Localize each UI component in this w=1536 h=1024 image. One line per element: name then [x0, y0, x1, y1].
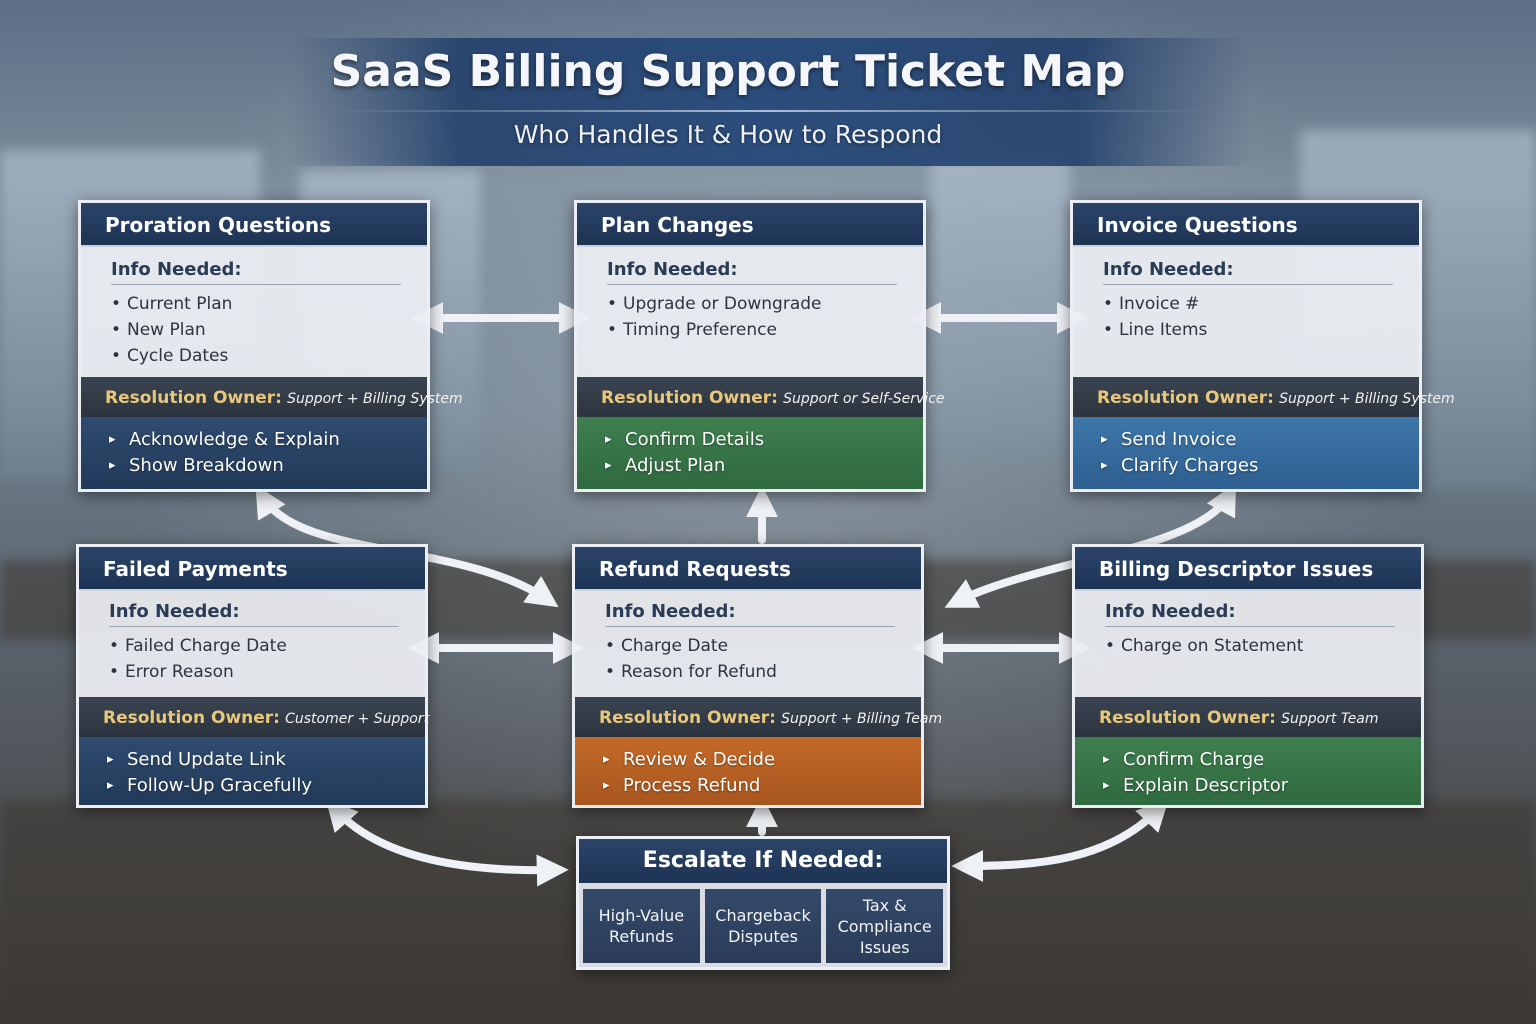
info-label: Info Needed: — [111, 259, 401, 285]
info-item: New Plan — [111, 317, 427, 343]
owner-value: Support + Billing System — [287, 391, 463, 407]
action-item: Follow-Up Gracefully — [107, 773, 425, 799]
page-title: SaaS Billing Support Ticket Map — [330, 46, 1126, 97]
escalate-item-tax-compliance: Tax & Compliance Issues — [826, 889, 944, 963]
info-needed-section: Info Needed: Upgrade or Downgrade Timing… — [577, 247, 923, 343]
info-needed-section: Info Needed: Charge on Statement — [1075, 591, 1421, 659]
resolution-owner: Resolution Owner: Customer + Support — [79, 697, 429, 741]
card-title: Billing Descriptor Issues — [1075, 547, 1421, 591]
card-title: Plan Changes — [577, 203, 923, 247]
owner-value: Support + Billing Team — [781, 711, 943, 727]
info-item: Reason for Refund — [605, 659, 921, 685]
page-subtitle: Who Handles It & How to Respond — [513, 120, 943, 149]
owner-label: Resolution Owner: — [1097, 388, 1274, 408]
owner-value: Support Team — [1281, 711, 1379, 727]
info-item: Cycle Dates — [111, 343, 427, 369]
owner-label: Resolution Owner: — [105, 388, 282, 408]
info-item: Timing Preference — [607, 317, 923, 343]
resolution-owner: Resolution Owner: Support + Billing Syst… — [1073, 377, 1455, 421]
info-item: Charge on Statement — [1105, 633, 1421, 659]
card-title: Failed Payments — [79, 547, 425, 591]
action-item: Send Update Link — [107, 747, 425, 773]
owner-label: Resolution Owner: — [601, 388, 778, 408]
action-item: Process Refund — [603, 773, 921, 799]
info-needed-section: Info Needed: Current Plan New Plan Cycle… — [81, 247, 427, 369]
escalate-title: Escalate If Needed: — [579, 839, 947, 883]
action-item: Acknowledge & Explain — [109, 427, 427, 453]
action-item: Confirm Details — [605, 427, 923, 453]
owner-label: Resolution Owner: — [599, 708, 776, 728]
info-label: Info Needed: — [605, 601, 895, 627]
card-failed-payments: Failed Payments Info Needed: Failed Char… — [76, 544, 429, 808]
title-divider — [330, 110, 1210, 112]
info-item: Current Plan — [111, 291, 427, 317]
arrow-descriptor-escalate — [951, 798, 1169, 882]
card-title: Invoice Questions — [1073, 203, 1419, 247]
info-item: Charge Date — [605, 633, 921, 659]
owner-value: Support + Billing System — [1279, 391, 1455, 407]
info-item: Failed Charge Date — [109, 633, 425, 659]
action-item: Send Invoice — [1101, 427, 1419, 453]
card-proration-questions: Proration Questions Info Needed: Current… — [78, 200, 463, 492]
info-label: Info Needed: — [1105, 601, 1395, 627]
info-label: Info Needed: — [109, 601, 399, 627]
info-label: Info Needed: — [1103, 259, 1393, 285]
action-item: Confirm Charge — [1103, 747, 1421, 773]
escalate-item-high-value-refunds: High-Value Refunds — [583, 889, 700, 963]
owner-label: Resolution Owner: — [1099, 708, 1276, 728]
arrow-failed-escalate — [325, 798, 569, 887]
response-actions: Acknowledge & Explain Show Breakdown — [81, 417, 427, 489]
card-title: Proration Questions — [81, 203, 427, 247]
action-item: Review & Decide — [603, 747, 921, 773]
response-actions: Send Update Link Follow-Up Gracefully — [79, 737, 425, 805]
info-label: Info Needed: — [607, 259, 897, 285]
card-title: Refund Requests — [575, 547, 921, 591]
card-refund-requests: Refund Requests Info Needed: Charge Date… — [572, 544, 942, 808]
response-actions: Send Invoice Clarify Charges — [1073, 417, 1419, 489]
response-actions: Review & Decide Process Refund — [575, 737, 921, 805]
title-band — [290, 38, 1250, 166]
info-item: Error Reason — [109, 659, 425, 685]
action-item: Adjust Plan — [605, 453, 923, 479]
response-actions: Confirm Charge Explain Descriptor — [1075, 737, 1421, 805]
resolution-owner: Resolution Owner: Support Team — [1075, 697, 1421, 741]
action-item: Show Breakdown — [109, 453, 427, 479]
owner-label: Resolution Owner: — [103, 708, 280, 728]
card-billing-descriptor-issues: Billing Descriptor Issues Info Needed: C… — [1072, 544, 1424, 808]
card-plan-changes: Plan Changes Info Needed: Upgrade or Dow… — [574, 200, 945, 492]
info-needed-section: Info Needed: Charge Date Reason for Refu… — [575, 591, 921, 685]
info-item: Upgrade or Downgrade — [607, 291, 923, 317]
response-actions: Confirm Details Adjust Plan — [577, 417, 923, 489]
owner-value: Support or Self-Service — [783, 391, 945, 407]
action-item: Explain Descriptor — [1103, 773, 1421, 799]
card-invoice-questions: Invoice Questions Info Needed: Invoice #… — [1070, 200, 1455, 492]
info-needed-section: Info Needed: Failed Charge Date Error Re… — [79, 591, 425, 685]
resolution-owner: Resolution Owner: Support + Billing Syst… — [81, 377, 463, 421]
owner-value: Customer + Support — [285, 711, 430, 727]
info-item: Invoice # — [1103, 291, 1419, 317]
resolution-owner: Resolution Owner: Support or Self-Servic… — [577, 377, 945, 421]
escalate-panel: Escalate If Needed: High-Value Refunds C… — [576, 836, 950, 970]
info-needed-section: Info Needed: Invoice # Line Items — [1073, 247, 1419, 343]
info-item: Line Items — [1103, 317, 1419, 343]
resolution-owner: Resolution Owner: Support + Billing Team — [575, 697, 942, 741]
action-item: Clarify Charges — [1101, 453, 1419, 479]
escalate-item-chargeback-disputes: Chargeback Disputes — [704, 889, 822, 963]
